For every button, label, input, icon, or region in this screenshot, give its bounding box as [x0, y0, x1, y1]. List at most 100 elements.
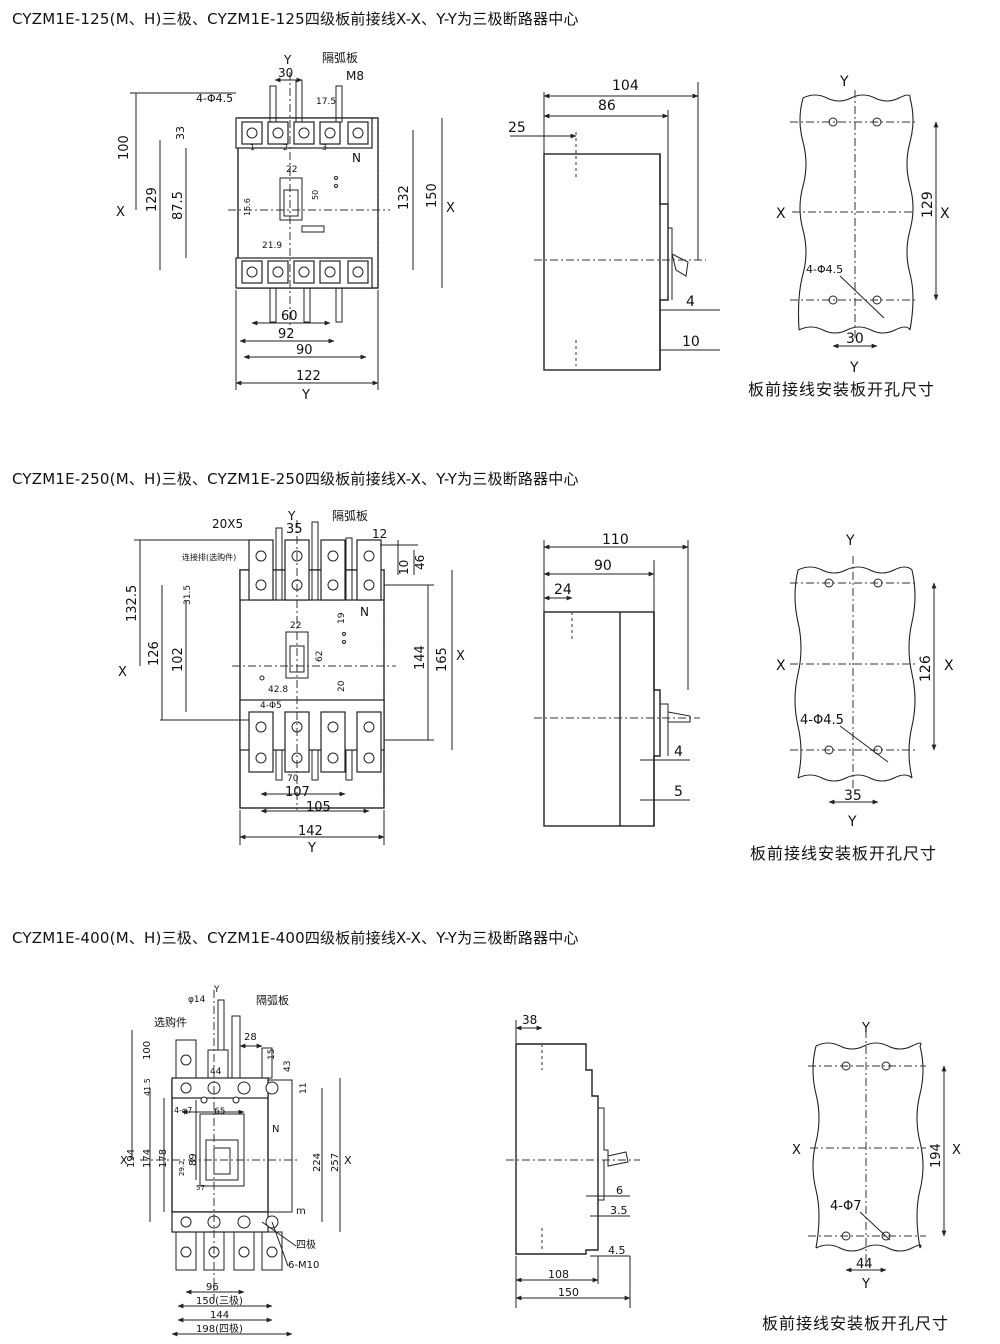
- dimension-label: 15: [267, 1049, 277, 1060]
- dimension-label: 50: [311, 190, 320, 200]
- cutout-125: Y X X 4-Φ4.5 Y 129 30: [776, 74, 950, 376]
- dimension-label: 4-Φ4.5: [196, 92, 233, 105]
- dimension-label: 90: [594, 558, 612, 574]
- dimension-label: 198(四极): [196, 1322, 243, 1335]
- dimension-label: 5: [674, 784, 683, 800]
- dimension-label: 6: [616, 1184, 623, 1197]
- dimension-label: 70: [287, 774, 299, 784]
- dimension-label: 86: [598, 98, 616, 114]
- dimension-label: 132: [397, 185, 412, 210]
- dimension-label: X: [776, 658, 786, 674]
- side-view-125: 110 104 86 25 4 10: [508, 78, 720, 371]
- dimension-label: 38: [522, 1013, 537, 1027]
- dimension-label: 30: [846, 331, 864, 347]
- dimension-label: 21.9: [262, 241, 282, 251]
- dimension-label: 四极: [296, 1238, 316, 1251]
- dimension-label: 90: [296, 343, 313, 358]
- side-view-250: 110 90 24 4 5: [534, 532, 700, 827]
- cutout-3-caption: 板前接线安装板开孔尺寸: [762, 1314, 950, 1333]
- dimension-label: 87.5: [171, 191, 186, 220]
- dimension-label: X: [940, 206, 950, 222]
- dimension-label: 110: [602, 532, 629, 548]
- dimension-label: 122: [296, 369, 321, 384]
- dimension-label: X: [446, 201, 455, 216]
- dimension-label: X: [952, 1143, 961, 1158]
- dimension-label: 20: [337, 680, 347, 692]
- dimension-label: 20X5: [212, 517, 243, 531]
- dimension-label: X: [792, 1143, 801, 1158]
- dimension-label: 41.5: [143, 1078, 152, 1096]
- dimension-label: 3: [322, 143, 327, 152]
- dimension-label: 65: [214, 1107, 225, 1117]
- dimension-label: Y: [287, 509, 296, 523]
- dimension-label: 194: [929, 1143, 944, 1168]
- dimension-label: 178: [158, 1149, 169, 1168]
- dimension-label: X: [118, 665, 127, 680]
- dimension-label: 100: [117, 135, 132, 160]
- dimension-label: Y: [861, 1021, 870, 1036]
- dimension-label: 4.5: [608, 1244, 626, 1257]
- dimension-label: 194: [126, 1149, 137, 1168]
- dimension-label: Y: [847, 814, 857, 830]
- dimension-label: 31.5: [183, 585, 193, 605]
- dimension-label: 10: [682, 334, 700, 350]
- dimension-label: 144: [413, 645, 428, 670]
- front-view-400: φ14 Y 隔弧板 选购件 28 15 43 44 41.5 4-φ7 65 N…: [120, 985, 352, 1337]
- dimension-label: 29.2: [178, 1160, 186, 1176]
- front-view-250: 20X5 Y 35 隔弧板 12 连接排(选购件) 10 46 132.5 31…: [118, 509, 465, 856]
- dimension-label: 35: [844, 788, 862, 804]
- cutout-1-caption: 板前接线安装板开孔尺寸: [748, 380, 936, 399]
- dimension-label: 3.5: [610, 1204, 628, 1217]
- dimension-label: 132.5: [125, 585, 140, 622]
- dimension-label: N: [352, 151, 361, 165]
- dimension-label: φ14: [188, 995, 206, 1005]
- dimension-label: 174: [142, 1149, 153, 1168]
- dimension-label: 选购件: [154, 1015, 187, 1029]
- dimension-label: 92: [278, 327, 295, 342]
- dimension-label: 150(三极): [196, 1294, 243, 1307]
- dimension-label: 4-Φ7: [830, 1199, 861, 1214]
- dimension-label: 43: [283, 1061, 293, 1072]
- cutout-250: Y X X 4-Φ4.5 Y 126 35: [776, 533, 954, 830]
- dimension-label: X: [116, 205, 125, 220]
- dimension-label: 107: [285, 785, 310, 800]
- dimension-label: 4-Φ5: [260, 701, 282, 711]
- cutout-400: Y X X 4-Φ7 Y 194 44: [792, 1021, 961, 1292]
- dimension-label: 57: [196, 1184, 205, 1192]
- dimension-label: 35: [286, 522, 303, 537]
- dimension-label: 隔弧板: [322, 51, 358, 65]
- dimension-label: 1: [250, 143, 255, 152]
- dimension-label: 129: [145, 187, 160, 212]
- dimension-label: 142: [298, 824, 323, 839]
- dimension-label: 46: [413, 555, 427, 570]
- dimension-label: 42.8: [268, 685, 288, 695]
- dimension-label: 30: [278, 66, 293, 80]
- dimension-label: 24: [554, 582, 572, 598]
- dimension-label: N: [272, 1124, 279, 1135]
- front-view-125: Y 30 隔弧板 M8 4-Φ4.5 17.5 1 2 3 N 22 50 15…: [116, 51, 455, 403]
- dimension-label: 11: [299, 1083, 309, 1094]
- dimension-label: 4-Φ4.5: [800, 713, 844, 728]
- dimension-label: 隔弧板: [332, 509, 368, 523]
- dimension-label: X: [120, 1154, 128, 1167]
- dimension-label: 150: [558, 1286, 579, 1299]
- dimension-label: 105: [306, 800, 331, 815]
- dimension-label: 44: [856, 1257, 873, 1272]
- dimension-label: 19: [337, 612, 347, 624]
- dimension-label: X: [344, 1154, 352, 1167]
- cutout-2-caption: 板前接线安装板开孔尺寸: [750, 844, 938, 863]
- dimension-label: X: [456, 649, 465, 664]
- dimension-label: 10: [397, 560, 411, 575]
- dimension-label: 102: [171, 647, 186, 672]
- dimension-label: Y: [213, 985, 220, 995]
- dimension-label: 17.5: [316, 97, 336, 107]
- dimension-label: 100: [142, 1041, 153, 1060]
- dimension-label: 2: [283, 143, 288, 152]
- dimension-label: Y: [839, 74, 849, 90]
- section-1-heading: CYZM1E-125(M、H)三极、CYZM1E-125四级板前接线X-X、Y-…: [12, 10, 579, 28]
- dimension-label: 4: [686, 294, 695, 310]
- dimension-label: N: [360, 605, 369, 619]
- side-view-400: 38 6 3.5 4.5 108 150: [506, 1013, 640, 1308]
- dimension-label: 连接排(选购件): [182, 552, 236, 562]
